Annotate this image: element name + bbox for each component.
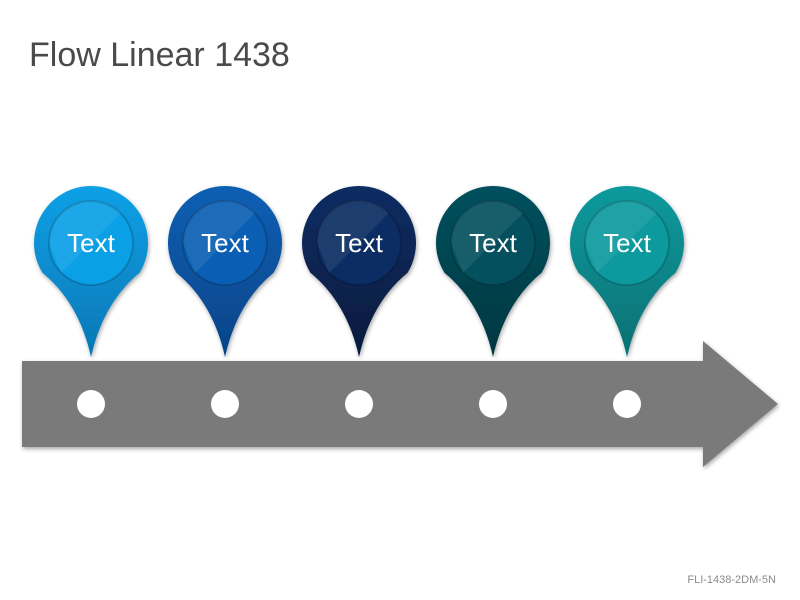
marker-label: Text <box>469 228 517 258</box>
timeline-arrow <box>22 341 778 467</box>
page-title: Flow Linear 1438 <box>29 36 290 74</box>
pin-highlight <box>48 200 122 273</box>
timeline-marker: Text <box>34 186 149 418</box>
pin-inner-disc <box>316 200 402 286</box>
pin-highlight <box>182 200 255 273</box>
timeline-marker: Text <box>301 186 416 418</box>
marker-label: Text <box>201 228 249 258</box>
timeline-dot <box>77 390 105 418</box>
pin-highlight <box>584 200 657 273</box>
pin-inner-disc <box>48 200 134 286</box>
pin-inner-disc <box>584 200 670 286</box>
marker-label: Text <box>603 228 651 258</box>
timeline-marker: Text <box>435 186 550 418</box>
timeline-dot <box>345 390 373 418</box>
pin-inner-disc <box>182 200 268 286</box>
marker-label: Text <box>67 228 115 258</box>
timeline-dot <box>211 390 239 418</box>
timeline-dot <box>479 390 507 418</box>
timeline-dot <box>613 390 641 418</box>
footer-code: FLI-1438-2DM-5N <box>687 574 776 586</box>
pin-inner-disc <box>450 200 536 286</box>
pin-highlight <box>316 200 389 273</box>
timeline-marker: Text <box>570 185 684 418</box>
timeline-marker: Text <box>168 186 282 418</box>
marker-label: Text <box>335 228 383 258</box>
pin-highlight <box>450 200 523 273</box>
